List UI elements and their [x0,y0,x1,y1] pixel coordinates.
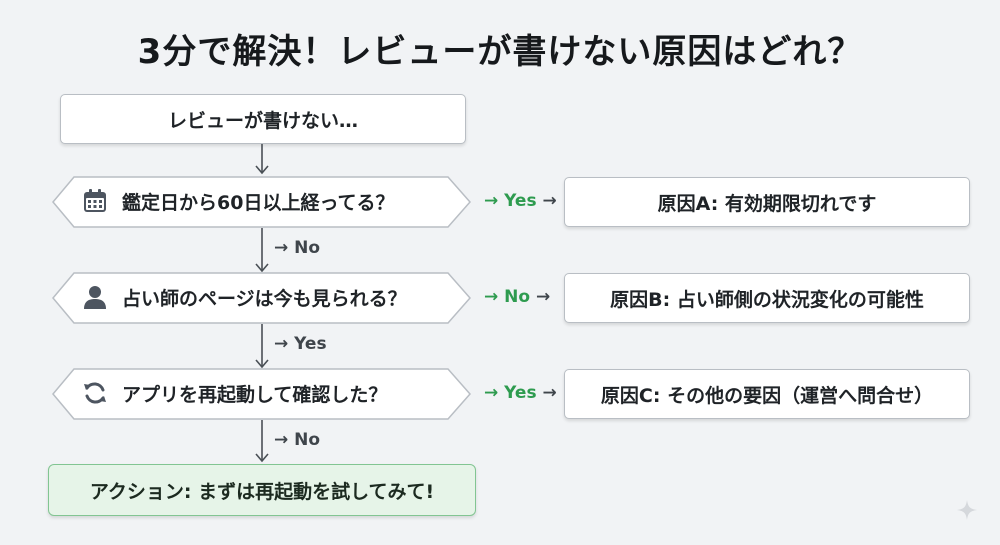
branch-answer: Yes [294,334,327,354]
arrow-right-icon: → [484,383,505,403]
hex-shape [52,368,471,420]
question-2-label: 占い師のページは今も見られる？ [122,287,407,310]
hex-shape [52,176,471,228]
arrow-right-icon: → [484,287,505,307]
action-box: アクション: まずは再起動を試してみて! [48,464,476,516]
question-3: アプリを再起動して確認した？ [52,368,471,420]
branch-q3-down: → No [274,430,320,450]
question-1-label: 鑑定日から60日以上経ってる？ [122,191,395,214]
arrow-right-icon: → [536,383,557,403]
arrow-right-icon: → [274,334,295,354]
cause-c-label: 原因C: その他の要因（運営へ問合せ） [600,384,934,407]
arrowhead-q3 [255,359,269,369]
cause-a-box: 原因A: 有効期限切れです [564,177,970,227]
branch-q2-side: → No → [484,287,550,307]
question-3-label: アプリを再起動して確認した？ [122,383,388,406]
arrowhead-action [255,453,269,463]
arrow-right-icon: → [536,191,557,211]
arrowhead-q1 [255,165,269,175]
arrow-right-icon: → [274,430,295,450]
arrow-right-icon: → [530,287,551,307]
start-label: レビューが書けない… [167,109,358,132]
action-label: アクション: まずは再起動を試してみて! [89,480,435,503]
branch-q3-side: → Yes → [484,383,557,403]
branch-answer: Yes [504,191,537,211]
branch-answer: No [504,287,531,307]
arrow-right-icon: → [484,191,505,211]
branch-q1-down: → No [274,238,320,258]
person-icon [80,282,110,312]
branch-q1-side: → Yes → [484,191,557,211]
arrowhead-q2 [255,263,269,273]
branch-answer: No [294,430,321,450]
question-1: 鑑定日から60日以上経ってる？ [52,176,471,228]
cause-c-box: 原因C: その他の要因（運営へ問合せ） [564,369,970,419]
cause-b-box: 原因B: 占い師側の状況変化の可能性 [564,273,970,323]
refresh-icon [80,378,110,408]
calendar-icon [80,186,110,216]
sparkle-icon [957,500,977,520]
branch-answer: Yes [504,383,537,403]
cause-a-label: 原因A: 有効期限切れです [657,192,877,215]
arrow-right-icon: → [274,238,295,258]
branch-answer: No [294,238,321,258]
page-title: 3分で解決！レビューが書けない原因はどれ？ [137,32,863,72]
hex-shape [52,272,471,324]
cause-b-label: 原因B: 占い師側の状況変化の可能性 [610,288,924,311]
branch-q2-down: → Yes [274,334,327,354]
start-box: レビューが書けない… [60,94,466,144]
question-2: 占い師のページは今も見られる？ [52,272,471,324]
